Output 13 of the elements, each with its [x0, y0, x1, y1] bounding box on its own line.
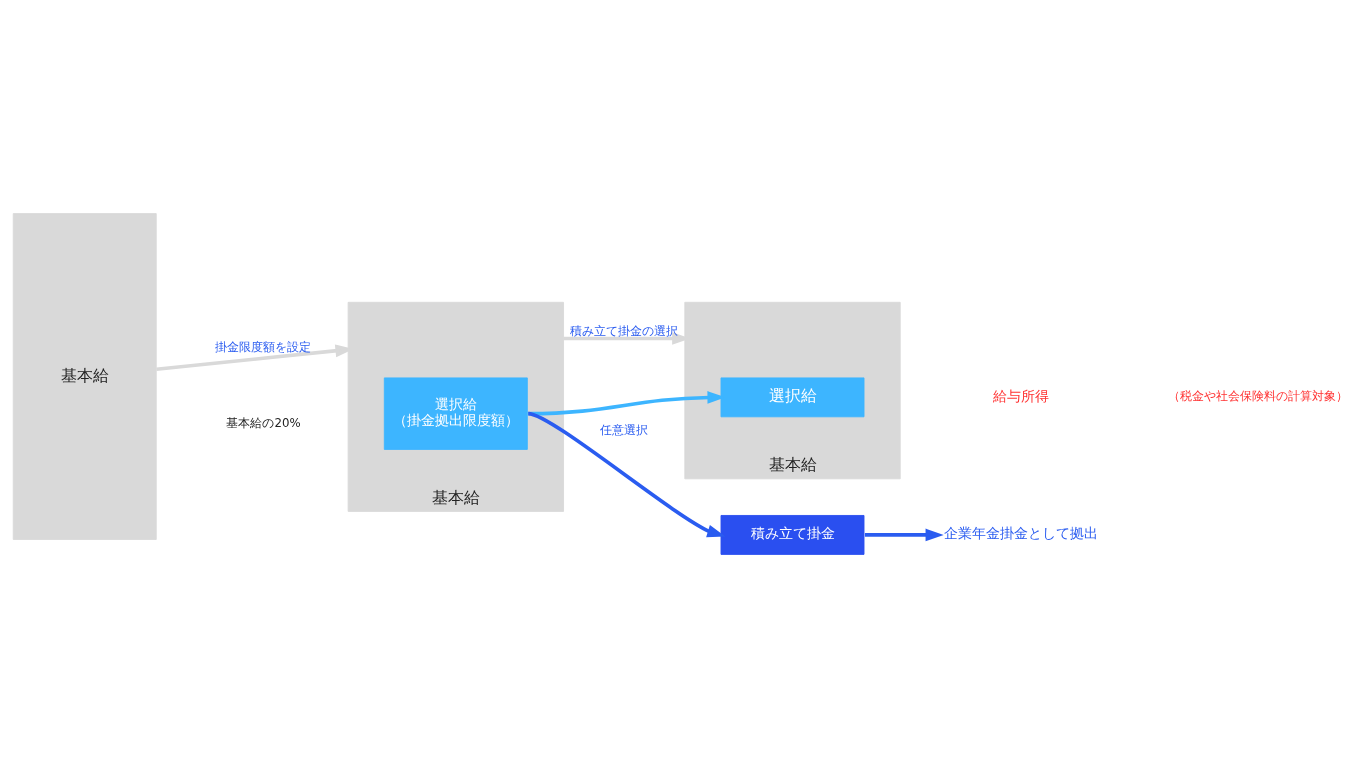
edge-label: 掛金限度額を設定 — [215, 339, 312, 354]
node-box: 選択給 — [720, 377, 865, 418]
node-box: 選択給 （掛金拠出限度額） — [383, 377, 528, 450]
label: 給与所得 — [992, 388, 1049, 404]
edge-label: 積み立て掛金の選択 — [570, 324, 679, 339]
node-text: 企業年金掛金として拠出 — [943, 526, 1098, 542]
label: （税金や社会保険料の計算対象） — [1168, 389, 1349, 404]
node-box: 積み立て掛金 — [720, 515, 865, 555]
edge-label: 任意選択 — [600, 422, 649, 437]
node-box: 基本給 — [12, 213, 157, 540]
label: 基本給の20% — [226, 415, 301, 430]
arrow — [864, 528, 944, 542]
arrow — [527, 411, 726, 538]
